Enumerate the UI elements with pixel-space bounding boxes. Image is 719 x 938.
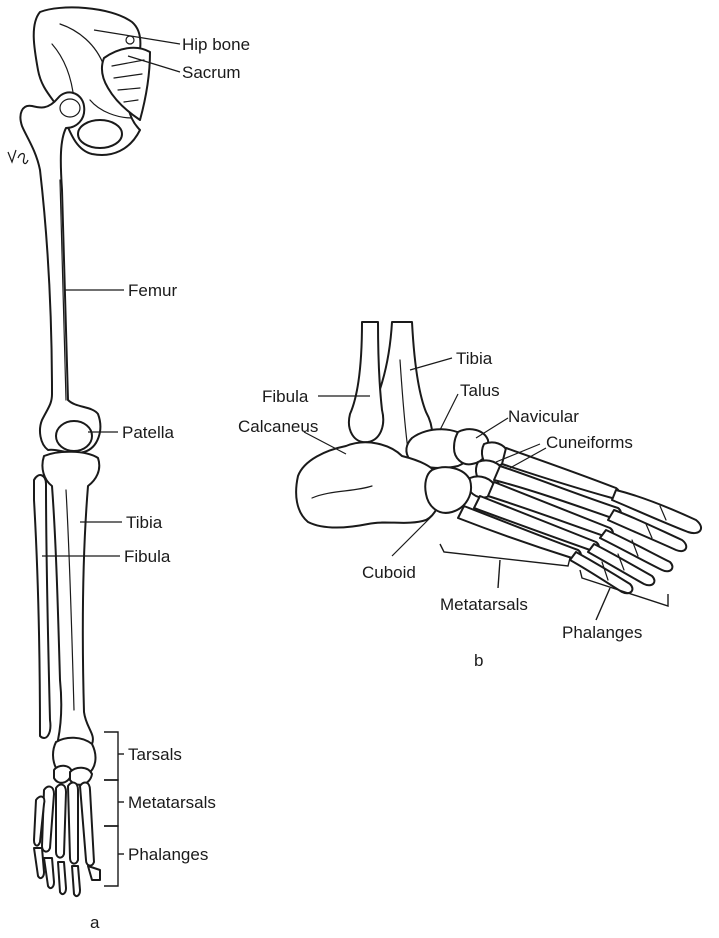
patella-drawing <box>55 420 93 452</box>
panel-b-illustration <box>295 321 703 595</box>
panel-a-leader-lines <box>42 29 181 887</box>
label-tibia-b: Tibia <box>456 349 493 368</box>
label-talus: Talus <box>460 381 500 400</box>
label-sacrum: Sacrum <box>182 63 241 82</box>
cuboid-drawing <box>424 466 472 514</box>
label-calcaneus: Calcaneus <box>238 417 318 436</box>
label-navicular: Navicular <box>508 407 579 426</box>
navicular-drawing <box>453 428 490 466</box>
calcaneus-contour <box>311 485 373 499</box>
panel-b-leader-lines <box>303 357 669 621</box>
label-femur: Femur <box>128 281 177 300</box>
panel-a-caption: a <box>90 913 100 932</box>
label-metatarsals-a: Metatarsals <box>128 793 216 812</box>
artist-signature <box>7 149 29 165</box>
fibula-drawing <box>33 474 52 739</box>
label-metatarsals-b: Metatarsals <box>440 595 528 614</box>
label-cuboid: Cuboid <box>362 563 416 582</box>
label-tarsals: Tarsals <box>128 745 182 764</box>
label-hip-bone: Hip bone <box>182 35 250 54</box>
label-cuneiforms: Cuneiforms <box>546 433 633 452</box>
hip-bone-drawing <box>32 6 142 156</box>
label-fibula-a: Fibula <box>124 547 171 566</box>
sacrum-drawing <box>100 46 151 121</box>
panel-a-illustration <box>7 6 151 898</box>
tibia-drawing <box>41 450 101 748</box>
label-tibia-a: Tibia <box>126 513 163 532</box>
calcaneus-drawing <box>295 441 443 529</box>
label-phalanges-a: Phalanges <box>128 845 208 864</box>
panel-a-labels: Hip bone Sacrum Femur Patella Tibia Fibu… <box>90 35 250 932</box>
panel-b-phalanges-drawing <box>569 489 703 595</box>
label-phalanges-b: Phalanges <box>562 623 642 642</box>
panel-b-labels: Tibia Fibula Talus Calcaneus Navicular C… <box>238 349 642 670</box>
label-patella: Patella <box>122 423 175 442</box>
label-fibula-b: Fibula <box>262 387 309 406</box>
panel-b-fibula-drawing <box>348 321 385 444</box>
panel-b-caption: b <box>474 651 483 670</box>
foot-front-drawing <box>33 736 101 898</box>
